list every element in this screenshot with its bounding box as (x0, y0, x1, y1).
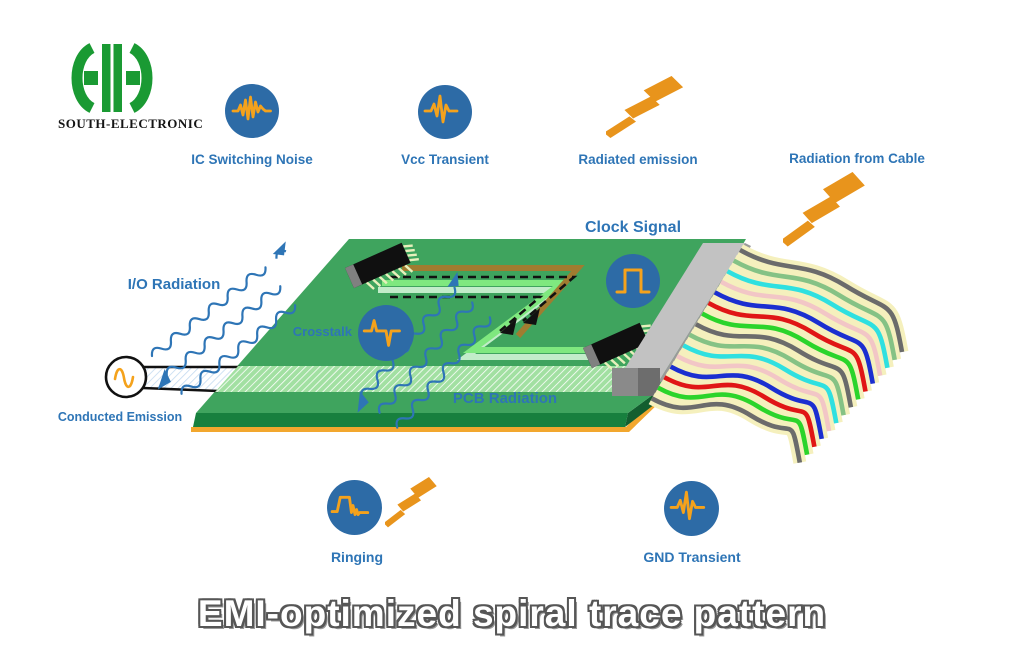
ic-chip-left (345, 242, 419, 290)
ribbon-wire (726, 269, 890, 369)
ribbon-wire (675, 353, 832, 432)
arrowhead-icon (157, 368, 171, 390)
radiation-from-cable-bolt-icon (783, 172, 870, 249)
label-conducted-emission: Conducted Emission (57, 410, 183, 424)
vcc-transient-icon (417, 84, 473, 140)
label-radiated-emission: Radiated emission (578, 152, 698, 167)
pcb-radiation-waves (357, 271, 495, 432)
ribbon-cable (648, 244, 909, 464)
dashed-signal-path (390, 275, 578, 335)
ringing-bolt-icon (385, 477, 440, 529)
label-radiation-from-cable: Radiation from Cable (789, 151, 925, 166)
label-ic-switching-noise: IC Switching Noise (191, 152, 313, 167)
page-title: EMI-optimized spiral trace pattern (197, 593, 827, 634)
io-radiation-waves (148, 241, 299, 399)
radiated-emission-bolt-icon (606, 76, 688, 140)
ribbon-wire (719, 279, 883, 377)
gnd-transient-icon (663, 480, 720, 537)
label-clock-signal: Clock Signal (584, 219, 682, 236)
conducted-emission-source (104, 355, 148, 399)
ic-switching-noise-icon (224, 83, 280, 139)
arrowhead-icon (500, 318, 517, 335)
crosstalk-icon (357, 304, 415, 362)
arrowhead-icon (357, 391, 369, 413)
hh-monogram-icon (71, 43, 153, 113)
logo: SOUTH-ELECTRONIC (58, 42, 204, 132)
ribbon-wire (694, 322, 854, 408)
label-ringing: Ringing (330, 549, 384, 565)
arrowhead-icon (523, 308, 540, 325)
ribbon-wire (701, 311, 861, 400)
ribbon-wire (682, 343, 839, 424)
ribbon-wire (732, 258, 897, 361)
hatched-ground-strip (215, 366, 645, 392)
arrowhead-icon (447, 271, 459, 287)
ribbon-wire (663, 375, 817, 448)
ribbon-wire (713, 290, 876, 385)
ribbon-wire (707, 300, 868, 392)
label-crosstalk: Crosstalk (292, 324, 352, 339)
brand-name: SOUTH-ELECTRONIC (58, 116, 204, 131)
ribbon-wire (656, 385, 810, 456)
clock-signal-icon (605, 253, 661, 309)
label-vcc-transient: Vcc Transient (401, 152, 489, 167)
arrowhead-icon (272, 241, 286, 256)
ringing-icon (326, 479, 383, 536)
ribbon-wire (669, 364, 824, 440)
ribbon-wire (688, 332, 846, 416)
label-io-radiation: I/O Radiation (127, 276, 221, 293)
ribbon-wire (650, 396, 803, 464)
sine-wave-icon (113, 367, 135, 389)
label-gnd-transient: GND Transient (643, 549, 741, 565)
ribbon-wire (738, 247, 905, 353)
label-pcb-radiation: PCB Radiation (452, 390, 558, 407)
